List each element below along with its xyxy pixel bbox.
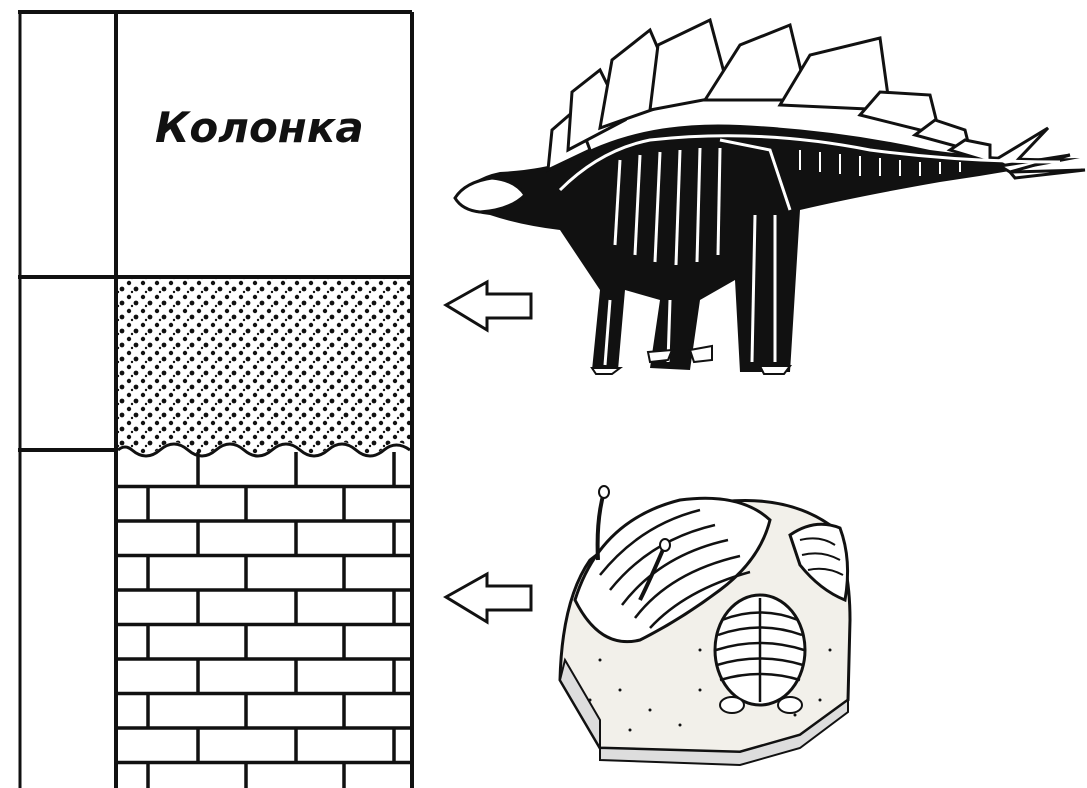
trilobite-fossil-icon — [560, 486, 850, 765]
arrow-to-sandstone — [446, 282, 531, 330]
stegosaurus-skeleton-icon — [455, 20, 1085, 374]
stratigraphic-column: Колонка — [18, 12, 412, 788]
limestone-layer — [118, 452, 410, 788]
sandstone-layer — [118, 279, 410, 459]
column-title: Колонка — [155, 103, 364, 152]
arrow-to-limestone — [446, 574, 531, 622]
